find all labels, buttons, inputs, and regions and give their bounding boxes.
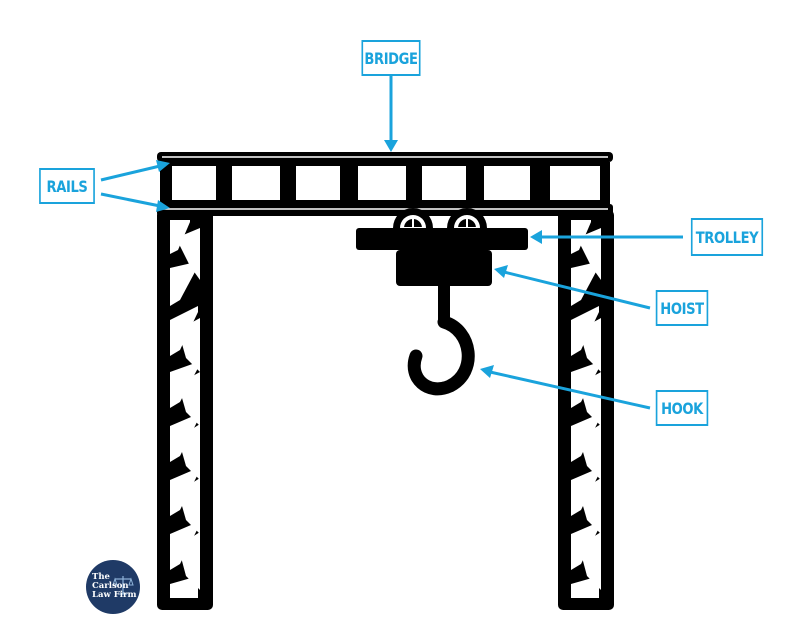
logo-line-law-firm: Law Firm (92, 590, 137, 600)
right-leg (558, 210, 614, 610)
hook (407, 284, 475, 396)
carlson-law-firm-logo: The Carlson Law Firm (86, 560, 140, 614)
label-rails: RAILS (39, 168, 95, 204)
bridge-girder (157, 152, 613, 216)
label-trolley: TROLLEY (690, 218, 764, 256)
leader-arrows (100, 76, 683, 410)
label-bridge: BRIDGE (361, 40, 421, 76)
hoist (396, 250, 492, 286)
balance-scale-icon (112, 576, 134, 595)
label-hoist: HOIST (655, 290, 709, 326)
label-hook: HOOK (655, 390, 709, 426)
left-leg (157, 210, 213, 610)
logo-line-carlson: Carlson (92, 581, 129, 591)
trolley (356, 208, 528, 250)
logo-line-the: The (92, 572, 110, 582)
